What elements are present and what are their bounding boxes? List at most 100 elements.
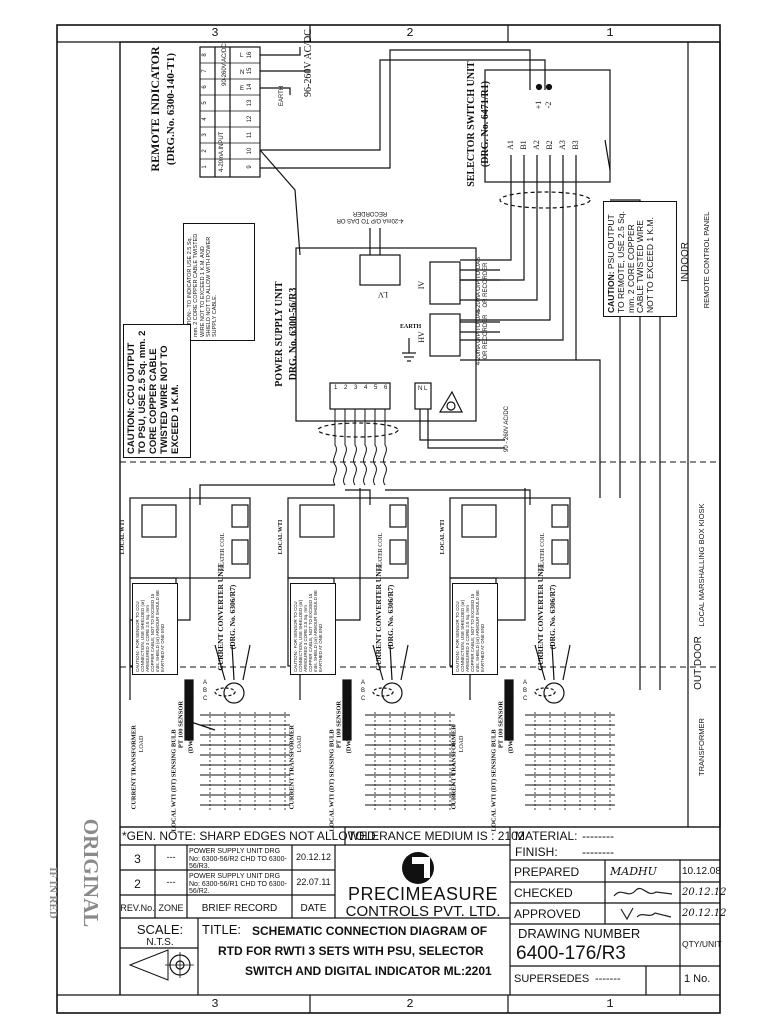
pt100-drg: (DWG. No. 6102/R5) <box>345 695 353 754</box>
psu-supply-label: 90 - 260V AC/DC <box>504 405 510 453</box>
rev-number: 2 <box>134 877 141 891</box>
caution-sensor: CAUTION:- FOR SENSOR TO CCU CONNECTION, … <box>132 583 178 675</box>
caution-indicator: CAUTION:- TO INDICATOR USE 2.5 Sq. mm. 2… <box>183 223 255 341</box>
rev-record: POWER SUPPLY UNIT DRG No: 6300-56/R1 CHD… <box>189 873 287 896</box>
supersedes-label: SUPERSEDES <box>514 973 590 985</box>
remote-n-label: N <box>240 70 245 76</box>
caution-sensor: CAUTION:- FOR SENSOR TO CCU CONNECTION, … <box>452 583 498 675</box>
scale-value: N.T.S. <box>146 937 174 948</box>
supersedes-value: ------- <box>595 973 621 985</box>
selector-switch-title: SELECTOR SWITCH UNIT <box>466 61 477 187</box>
selector-switch-drg: (DRG. No. 6471/R1) <box>480 80 491 168</box>
rev-header-record: BRIEF RECORD <box>201 903 278 914</box>
selector-minus-label: -2 <box>544 101 553 109</box>
psu-op-iv-label: 4-20mA O/P TO DAS OR RECORDER <box>476 256 489 314</box>
ccu-drg: (DRG. No. 6306/R7) <box>386 584 395 650</box>
zone-top-3: 3 <box>211 26 219 40</box>
psu-op-hv-label: 4-20mA O/P TO DAS OR RECORDER <box>476 308 489 366</box>
remote-supply-label: 90-260V AC/DC <box>222 43 228 86</box>
tolerance-note: TOLERANCE MEDIUM IS : 2102 <box>348 829 525 843</box>
zone-remote-panel-label: REMOTE CONTROL PANEL <box>702 211 711 309</box>
caution-psu: CAUTION: PSU OUTPUT TO REMOTE, USE 2.5 S… <box>603 201 677 317</box>
ccu-drg: (DRG. No. 6306/R7) <box>548 584 557 650</box>
prepared-label: PREPARED <box>514 865 580 879</box>
psu-hv-label: HV <box>417 331 426 343</box>
ccu-drg: (DRG. No. 6306/R7) <box>228 584 237 650</box>
local-wti-label: LOCAL WTI <box>440 519 446 555</box>
original-stamp: ORIGINAL <box>79 818 103 928</box>
rev-date: 20.12.12 <box>295 852 332 862</box>
rev-header-zone: ZONE <box>158 903 184 913</box>
checked-label: CHECKED <box>514 886 573 900</box>
rev-zone: --- <box>166 852 176 862</box>
zone-top-2: 2 <box>406 26 414 40</box>
rev-number: 3 <box>134 852 141 866</box>
caution-psu-label: CAUTION: <box>606 271 616 313</box>
approved-label: APPROVED <box>514 907 581 921</box>
rev-header-date: DATE <box>300 903 327 914</box>
general-note: *GEN. NOTE: SHARP EDGES NOT ALLOWED. <box>122 829 379 843</box>
checked-date: 20.12.12 <box>682 887 727 898</box>
zone-bottom-2: 2 <box>406 997 414 1011</box>
rev-zone: --- <box>166 877 176 887</box>
checked-signature <box>613 888 673 897</box>
psu-earth-label: EARTH <box>400 324 422 330</box>
prepared-signature: MADHU <box>610 865 657 878</box>
load-label: LOAD <box>297 735 303 753</box>
ccu-title: CURRENT CONVERTER UNIT <box>216 563 225 671</box>
finish-label: FINISH: <box>515 845 558 859</box>
rev-record: POWER SUPPLY UNIT DRG No: 6300-56/R2 CHD… <box>189 848 287 871</box>
zone-bottom-1: 1 <box>606 997 614 1011</box>
remote-l-label: L <box>240 53 244 59</box>
pt100-drg: (DWG. No. 6102/R5) <box>507 695 515 754</box>
drawing-number-label: DRAWING NUMBER <box>518 926 641 941</box>
psu-title: POWER SUPPLY UNIT <box>274 281 285 387</box>
scale-label: SCALE: <box>136 922 184 937</box>
remote-indicator-drg: (DRG.No. 6300-140-T1) <box>165 52 177 166</box>
selector-terminals: A1 B1 A2 B2 A3 B3 <box>506 140 580 150</box>
approved-signature <box>620 907 672 921</box>
sensing-bulb-label: LOCAL WTI (DT) SENSING BULB <box>490 729 498 832</box>
rev-date: 22.07.11 <box>296 877 331 887</box>
zone-transformer-label: TRANSFORMER <box>697 718 706 776</box>
psu-terminal-strip: 1 2 3 4 5 6 <box>334 385 388 391</box>
local-wti-label: LOCAL WTI <box>278 519 284 555</box>
title-line-1: SCHEMATIC CONNECTION DIAGRAM OF <box>252 924 488 938</box>
sensing-bulb-label: LOCAL WTI (DT) SENSING BULB <box>170 729 178 832</box>
zone-indoor-label: INDOOR <box>680 242 691 282</box>
prepared-date: 10.12.08 <box>682 866 721 877</box>
title-line-2: RTD FOR RWTI 3 SETS WITH PSU, SELECTOR <box>218 944 484 958</box>
load-label: LOAD <box>459 735 465 753</box>
caution-ccu: CAUTION: CCU OUTPUT TO PSU, USE 2.5 Sq. … <box>123 324 191 458</box>
rev-header-rev: REV.No. <box>120 903 155 913</box>
title-line-3: SWITCH AND DIGITAL INDICATOR ML:2201 <box>245 964 492 978</box>
approved-date: 20.12.12 <box>682 908 727 919</box>
drawing-number: 6400-176/R3 <box>516 943 626 964</box>
pt100-drg: (DWG. No. 6102/R5) <box>187 695 195 754</box>
title-label: TITLE: <box>202 922 242 937</box>
remote-power-label: 96-260V AC/DC <box>303 29 314 97</box>
remote-terminal-row-top: 8 7 6 5 4 3 2 1 <box>202 53 208 169</box>
remote-input-label: 4-20mA INPUT <box>219 131 225 172</box>
psu-iv-label: IV <box>417 280 426 290</box>
ccu-title: CURRENT CONVERTER UNIT <box>536 563 545 671</box>
qty-value: 1 No. <box>684 973 711 985</box>
zone-bottom-3: 3 <box>211 997 219 1011</box>
remote-indicator-title: REMOTE INDICATOR <box>148 46 162 172</box>
company-name: PRECIMEASURE <box>347 884 499 904</box>
remote-terminal-row-bottom: 16 15 14 13 12 11 10 9 <box>247 51 253 169</box>
material-value: -------- <box>582 829 614 843</box>
psu-lv-label: LV <box>378 290 388 299</box>
remote-earth-label: EARTH <box>279 85 285 107</box>
sensing-bulb-label: LOCAL WTI (DT) SENSING BULB <box>328 729 336 832</box>
caution-sensor: CAUTION:- FOR SENSOR TO CCU CONNECTION, … <box>290 583 336 675</box>
psu-supply-l: L <box>424 386 428 392</box>
zone-marshalling-label: LOCAL MARSHALLING BOX KIOSK <box>697 503 706 627</box>
psu-drg: DRG. No. 6300-56/R3 <box>288 287 299 381</box>
selector-plus-label: +1 <box>534 100 543 110</box>
original-stamp-subtext: IF IN RED <box>47 867 59 919</box>
company-suffix: CONTROLS PVT. LTD. <box>345 903 501 920</box>
finish-value: -------- <box>582 845 614 859</box>
zone-top-1: 1 <box>606 26 614 40</box>
